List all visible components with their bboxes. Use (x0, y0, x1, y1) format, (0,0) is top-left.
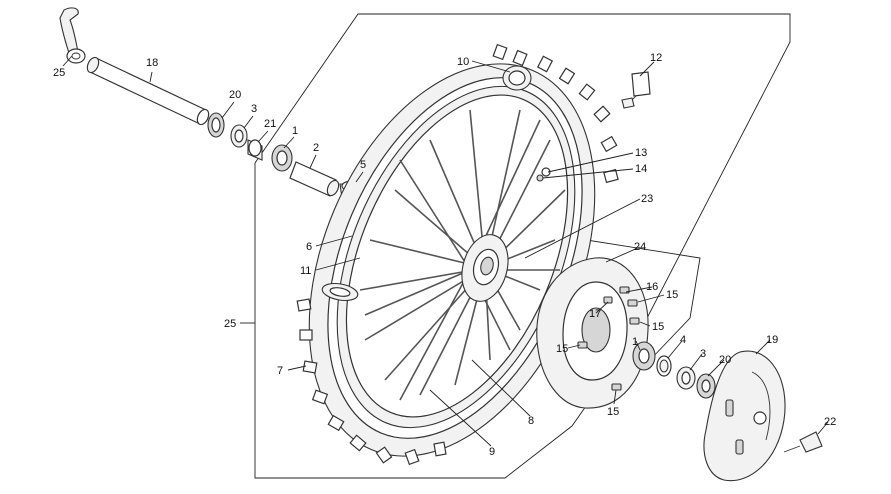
callout-2: 2 (313, 142, 319, 154)
callout-25-left: 25 (224, 318, 236, 330)
circlip-4 (656, 355, 672, 377)
callout-21: 21 (264, 118, 276, 130)
brake-disc-24 (536, 257, 649, 409)
bearing-1-right (632, 341, 656, 371)
callout-7: 7 (277, 365, 283, 377)
callout-20-right: 20 (719, 354, 731, 366)
callout-3-left: 3 (251, 103, 257, 115)
spacer-3-right (676, 366, 696, 390)
callout-22: 22 (824, 416, 836, 428)
callout-25-top: 25 (53, 67, 65, 79)
callout-1-right: 1 (632, 336, 638, 348)
leader-lines (62, 55, 829, 447)
axle-18 (86, 56, 210, 126)
callout-10: 10 (457, 56, 469, 68)
callout-20-left: 20 (229, 89, 241, 101)
callout-12: 12 (650, 52, 662, 64)
disc-bolts-15 (577, 286, 640, 391)
axle-clamp-25 (59, 7, 86, 64)
callout-14: 14 (635, 163, 647, 175)
callout-15-a: 15 (666, 289, 678, 301)
seal-20 (207, 112, 225, 138)
callout-4: 4 (680, 334, 686, 346)
disc-guard-19 (703, 350, 786, 482)
callout-5: 5 (360, 159, 366, 171)
callout-3-right: 3 (700, 348, 706, 360)
rim-lock-nut (321, 282, 359, 302)
valve-cap-12 (621, 71, 651, 109)
nipple-13-14 (536, 167, 551, 182)
bolt-22 (783, 431, 823, 453)
spacer-3 (230, 124, 248, 148)
hub (461, 234, 509, 302)
brake-disc-subframe (554, 234, 701, 361)
callout-15-b: 15 (652, 321, 664, 333)
callout-labels: 25 18 20 3 21 1 2 5 6 11 25 7 8 9 10 12 … (53, 52, 836, 458)
callout-18: 18 (146, 57, 158, 69)
callout-9: 9 (489, 446, 495, 458)
callout-1-left: 1 (292, 125, 298, 137)
callout-8: 8 (528, 415, 534, 427)
seal-20-right (696, 373, 716, 399)
callout-15-c: 15 (556, 343, 568, 355)
callout-15-d: 15 (607, 406, 619, 418)
callout-16: 16 (646, 281, 658, 293)
callout-13: 13 (635, 147, 647, 159)
bushing-21 (247, 139, 263, 161)
spacer-tube-2 (289, 161, 340, 197)
bearing-1-left (271, 144, 293, 172)
callout-11: 11 (300, 265, 311, 277)
callout-6: 6 (306, 241, 312, 253)
callout-17: 17 (589, 308, 601, 320)
rim-lock-10 (502, 65, 532, 91)
callout-19: 19 (766, 334, 778, 346)
callout-24: 24 (634, 241, 646, 253)
tyre-knobs (296, 43, 619, 466)
callout-23: 23 (641, 193, 653, 205)
